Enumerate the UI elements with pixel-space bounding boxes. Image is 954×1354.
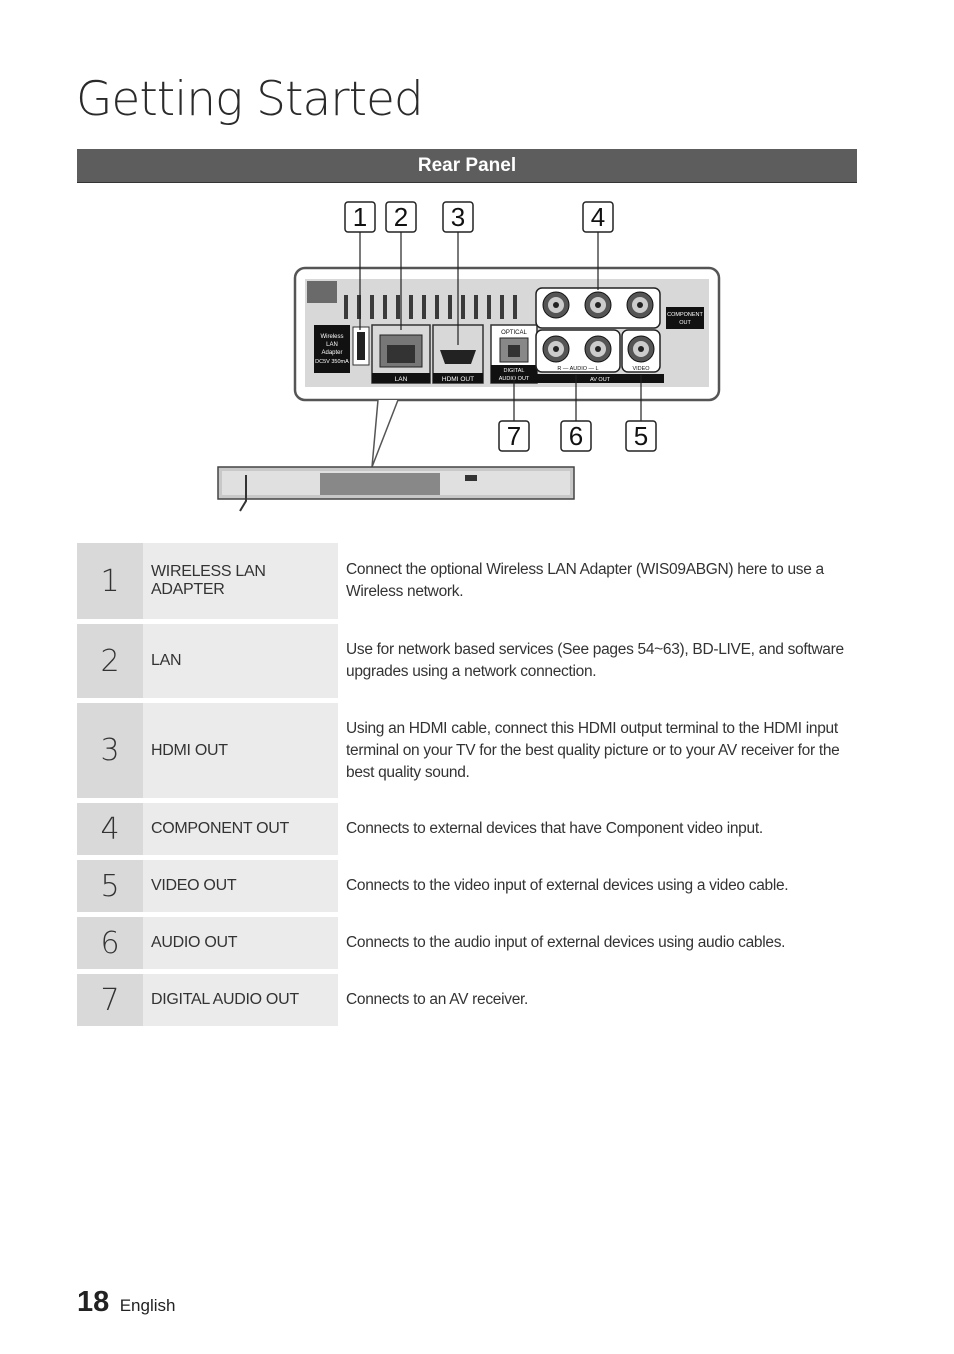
item-label: DIGITAL AUDIO OUT [143, 974, 338, 1026]
item-number: 6 [77, 917, 143, 969]
item-description: Connects to an AV receiver. [346, 991, 529, 1008]
page-number: 18 [77, 1286, 110, 1318]
component-label-1: COMPONENT [667, 312, 703, 318]
item-label: AUDIO OUT [143, 917, 338, 969]
table-row: 2 LAN Use for network based services (Se… [77, 624, 857, 698]
item-number: 7 [77, 974, 143, 1026]
item-description: Connects to external devices that have C… [346, 820, 763, 837]
table-row: 3 HDMI OUT Using an HDMI cable, connect … [77, 703, 857, 798]
item-number: 1 [77, 543, 143, 619]
av-out-label: AV OUT [590, 377, 611, 383]
page-footer: 18 English [77, 1286, 175, 1319]
item-description: Connects to the audio input of external … [346, 934, 786, 951]
wireless-label-2: LAN [326, 342, 338, 348]
wireless-label-4: DC5V 350mA [315, 359, 349, 365]
video-label: VIDEO [632, 366, 650, 372]
wireless-label-3: Adapter [321, 350, 342, 356]
item-number: 2 [77, 624, 143, 698]
callout-5: 5 [634, 421, 648, 451]
optical-bottom-label-1: DIGITAL [504, 368, 525, 374]
rear-panel-diagram: Wireless LAN Adapter DC5V 350mA LAN HDMI… [217, 201, 721, 512]
table-row: 4 COMPONENT OUT Connects to external dev… [77, 803, 857, 855]
item-label: COMPONENT OUT [143, 803, 338, 855]
audio-label: R — AUDIO — L [557, 366, 598, 372]
callout-3: 3 [451, 202, 465, 232]
section-title: Rear Panel [417, 155, 517, 176]
item-label: VIDEO OUT [143, 860, 338, 912]
item-description: Using an HDMI cable, connect this HDMI o… [346, 719, 840, 781]
callout-1: 1 [353, 202, 367, 232]
item-description: Connect the optional Wireless LAN Adapte… [346, 561, 824, 600]
callout-7: 7 [507, 421, 521, 451]
item-number: 3 [77, 703, 143, 798]
item-number: 5 [77, 860, 143, 912]
page-language: English [119, 1296, 176, 1315]
section-header: Rear Panel [77, 149, 857, 183]
optical-top-label: OPTICAL [501, 330, 527, 336]
item-label: HDMI OUT [143, 703, 338, 798]
wireless-label-1: Wireless [320, 334, 343, 340]
table-row: 7 DIGITAL AUDIO OUT Connects to an AV re… [77, 974, 857, 1026]
lan-port-label: LAN [395, 376, 408, 383]
callout-4: 4 [591, 202, 605, 232]
table-row: 5 VIDEO OUT Connects to the video input … [77, 860, 857, 912]
rear-panel-parts-table: 1 WIRELESS LAN ADAPTER Connect the optio… [77, 538, 857, 1031]
item-number: 4 [77, 803, 143, 855]
callout-2: 2 [394, 202, 408, 232]
item-label: LAN [143, 624, 338, 698]
table-row: 6 AUDIO OUT Connects to the audio input … [77, 917, 857, 969]
hdmi-port-label: HDMI OUT [442, 376, 474, 383]
item-label: WIRELESS LAN ADAPTER [143, 543, 338, 619]
page-title: Getting Started [76, 72, 424, 127]
table-row: 1 WIRELESS LAN ADAPTER Connect the optio… [77, 543, 857, 619]
item-description: Use for network based services (See page… [346, 641, 844, 680]
item-description: Connects to the video input of external … [346, 877, 789, 894]
callout-6: 6 [569, 421, 583, 451]
component-label-2: OUT [679, 320, 691, 326]
